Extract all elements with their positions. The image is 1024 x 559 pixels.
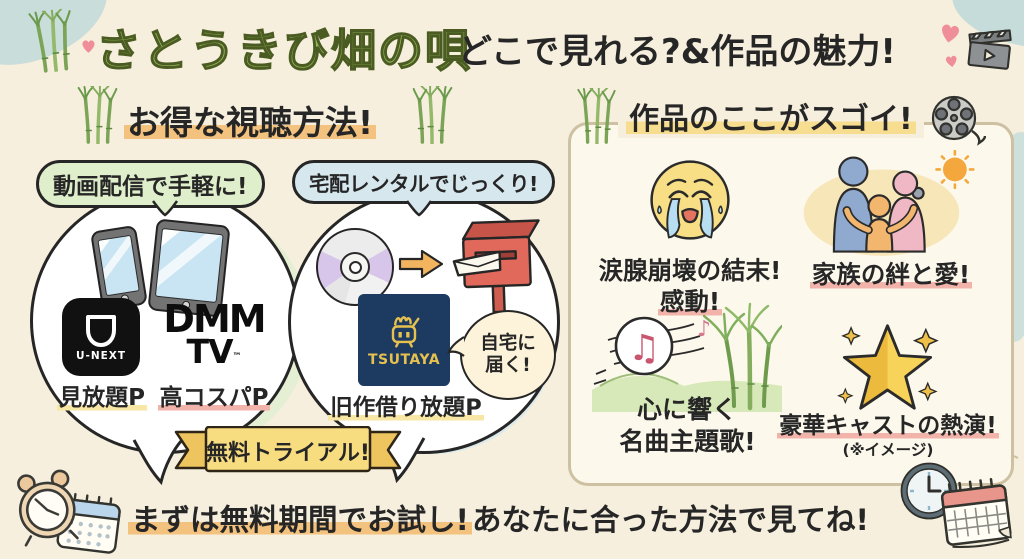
music-notes-icon: ♫ ♪	[592, 302, 782, 412]
streaming-bubble-tail	[132, 438, 184, 486]
mailbox-icon	[452, 219, 540, 314]
heart-icon	[945, 55, 957, 67]
dvd-center-hole	[348, 260, 362, 274]
tsutaya-tag: 旧作借り放題P	[328, 395, 484, 421]
feature-family-line1: 家族の絆と愛!	[809, 260, 973, 289]
heart-icon	[942, 24, 959, 43]
feature-tearjerker-line2: 感動!	[657, 287, 723, 316]
streaming-label: 動画配信で手軽に!	[53, 174, 248, 200]
dvd-disc-icon	[316, 228, 394, 306]
right-section-heading: 作品のここがスゴイ!	[618, 94, 924, 138]
tablet-screen	[154, 227, 224, 304]
left-section-heading: お得な視聴方法!	[124, 96, 377, 144]
star-icon	[837, 324, 939, 410]
delivery-note-line1: 自宅に	[480, 332, 536, 354]
sugarcane-icon	[28, 7, 71, 73]
footer-message: まずは無料期間でお試し!あなたに合った方法で見てね!	[128, 497, 869, 539]
feature-song-line2: 名曲主題歌!	[619, 427, 756, 456]
crying-face-icon	[650, 160, 730, 240]
feature-cast-note: (※イメージ)	[842, 441, 934, 459]
rental-pill-tail	[406, 200, 433, 217]
single-note-glyph: ♪	[697, 317, 711, 342]
heart-icon	[82, 40, 95, 53]
arrow-right-icon	[398, 249, 444, 279]
page-title: さとうきび畑の唄	[95, 23, 473, 78]
sugarcane-icon	[577, 88, 616, 144]
rental-label: 宅配レンタルでじっくり!	[309, 172, 538, 196]
streaming-pill-tail	[152, 200, 179, 217]
tsutaya-logo-text: TSUTAYA	[367, 351, 441, 368]
unext-tag: 見放題P	[57, 385, 147, 411]
unext-logo: U-NEXT	[62, 298, 140, 376]
delivery-note-tail	[447, 336, 465, 357]
footer-message-rest: あなたに合った方法で見てね!	[471, 503, 869, 537]
unext-logo-text: U-NEXT	[75, 349, 127, 362]
trademark-symbol: ™	[232, 351, 242, 362]
feature-cast-line1: 豪華キャストの熱演!	[777, 413, 999, 439]
unext-shield-icon	[86, 314, 116, 347]
delivery-note-bubble: 自宅に 届く!	[460, 310, 556, 400]
dmm-logo-line1: DMM	[163, 297, 266, 341]
family-icon	[803, 150, 975, 256]
page-subtitle: どこで見れる?&作品の魅力!	[458, 32, 896, 72]
footer-message-highlight: まずは無料期間でお試し!	[128, 503, 472, 537]
calendar-icon	[940, 477, 1012, 549]
delivery-note-line2: 届く!	[485, 355, 531, 376]
rental-label-pill: 宅配レンタルでじっくり!	[292, 160, 555, 204]
feature-tearjerker-line1: 涙腺崩壊の結末!	[598, 256, 782, 285]
wall-clock-icon	[900, 462, 958, 520]
film-reel-icon	[931, 95, 986, 146]
free-trial-ribbon	[174, 426, 402, 473]
streaming-label-pill: 動画配信で手軽に!	[36, 160, 265, 208]
alarm-clock-icon	[17, 469, 79, 547]
dmm-tv-logo: DMM TV™	[154, 297, 274, 371]
left-heading-text: お得な視聴方法!	[124, 103, 377, 142]
sugarcane-icon	[77, 86, 118, 144]
right-heading-text: 作品のここがスゴイ!	[626, 102, 916, 137]
tsutaya-logo: TSUTAYA	[358, 294, 450, 386]
dmm-tag: 高コスパP	[157, 385, 271, 411]
tsutaya-tv-icon	[391, 315, 420, 348]
smartphone-screen	[97, 234, 140, 297]
sugarcane-icon	[412, 86, 453, 144]
clapperboard-icon	[967, 29, 1012, 70]
free-trial-label: 無料トライアル!	[206, 441, 370, 466]
feature-song-line1: 心に響く	[636, 395, 737, 424]
dmm-logo-line2: TV™	[186, 331, 242, 371]
double-note-glyph: ♫	[628, 328, 660, 369]
